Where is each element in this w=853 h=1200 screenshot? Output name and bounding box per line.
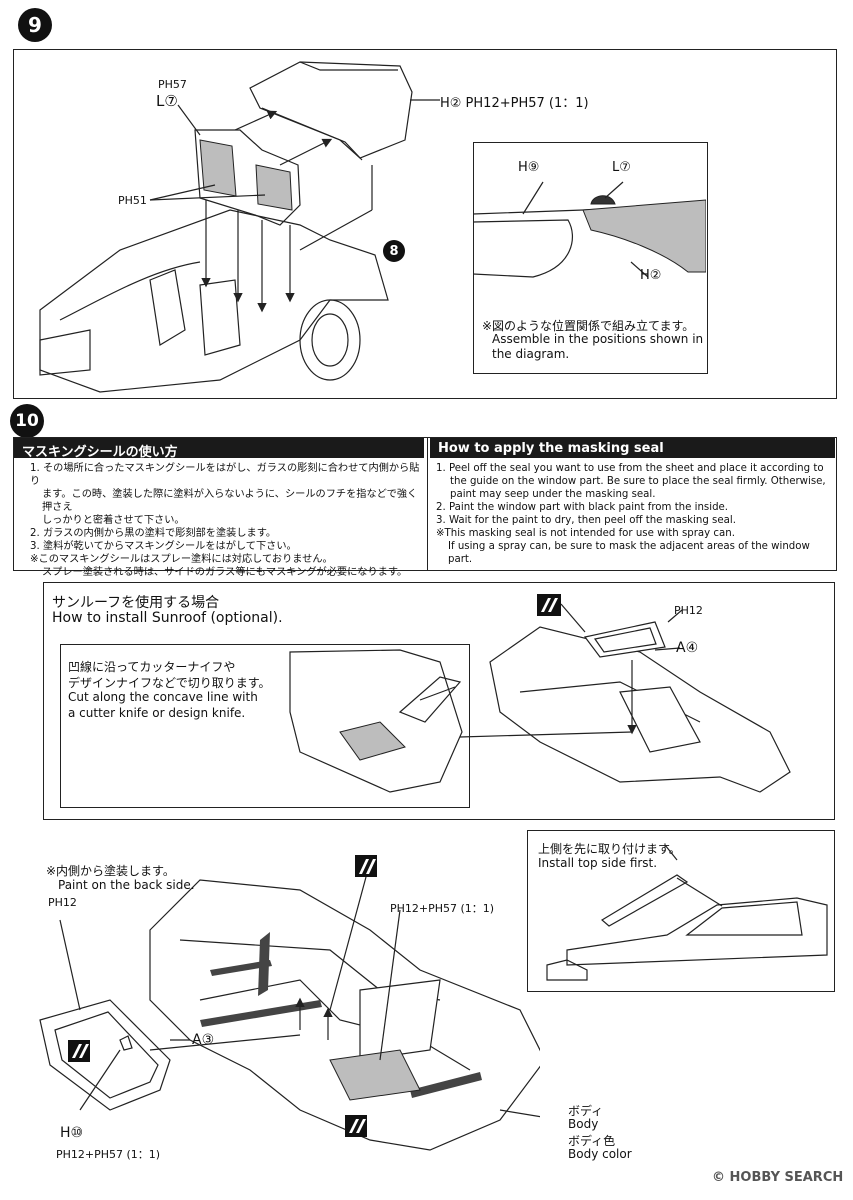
sunroof-a4-label: A④ <box>676 640 699 656</box>
paint-backside-jp: ※内側から塗装します。 <box>46 864 175 878</box>
inset-l7-label: L⑦ <box>612 160 631 175</box>
paint-backside-en: Paint on the back side. <box>58 878 195 892</box>
inset-note-jp: ※図のような位置関係で組み立てます。 <box>482 319 695 333</box>
masking-en-note1: ※This masking seal is not intended for u… <box>436 528 735 539</box>
inset-h2-label: H② <box>640 268 662 283</box>
cut-en-line1: Cut along the concave line with <box>68 690 258 704</box>
masking-jp-note1: ※このマスキングシールはスプレー塗料には対応しておりません。 <box>30 554 333 565</box>
sunroof-title-en: How to install Sunroof (optional). <box>52 610 283 626</box>
l7-label: L⑦ <box>156 92 178 110</box>
ph57-label: PH57 <box>158 78 187 91</box>
inset-h9-label: H⑨ <box>518 160 540 175</box>
masking-jp-step3: 3. 塗料が乾いてからマスキングシールをはがして下さい。 <box>30 541 297 552</box>
cut-jp-line1: 凹線に沿ってカッターナイフや <box>68 660 236 674</box>
masking-en-step1c: paint may seep under the masking seal. <box>450 489 656 500</box>
ph51-label: PH51 <box>118 194 147 207</box>
inset-parts-illustration <box>473 181 706 278</box>
sunroof-title-jp: サンルーフを使用する場合 <box>52 595 220 611</box>
masking-en-title: How to apply the masking seal <box>430 438 835 458</box>
step-9-number: 9 <box>18 8 52 42</box>
masking-divider <box>427 437 428 570</box>
masking-en-step1b: the guide on the window part. Be sure to… <box>450 476 826 487</box>
masking-en-step3: 3. Wait for the paint to dry, then peel … <box>436 515 736 526</box>
cut-instruction-inset <box>60 644 470 808</box>
sunroof-ph12-label: PH12 <box>674 604 703 617</box>
body-a3-label: A③ <box>192 1032 215 1048</box>
masking-jp-title: マスキングシールの使い方 <box>14 438 424 460</box>
masking-en-note2: If using a spray can, be sure to mask th… <box>448 541 810 565</box>
body-jp-label: ボディ <box>568 1104 604 1118</box>
masking-jp-step2: 2. ガラスの内側から黒の塗料で彫刻部を塗装します。 <box>30 528 277 539</box>
cut-en-line2: a cutter knife or design knife. <box>68 706 246 720</box>
step-10-number: 10 <box>10 404 44 438</box>
body-h10-label: H⑩ <box>60 1125 84 1141</box>
body-color-en-label: Body color <box>568 1147 632 1161</box>
masking-jp-note2: スプレー塗装される時は、サイドのガラス等にもマスキングが必要になります。 <box>42 567 408 578</box>
step-9-car-interior-illustration <box>39 61 440 393</box>
masking-en-step1: 1. Peel off the seal you want to use fro… <box>436 463 824 474</box>
ref-step-8-badge: 8 <box>383 240 405 262</box>
masking-jp-step1: 1. その場所に合ったマスキングシールをはがし、ガラスの彫刻に合わせて内側から貼… <box>30 463 420 487</box>
masking-en-step2: 2. Paint the window part with black pain… <box>436 502 729 513</box>
body-formula-top: PH12+PH57 (1：1) <box>390 902 495 915</box>
h2-formula-label: H② PH12+PH57 (1：1) <box>440 96 589 111</box>
masking-jp-step1c: しっかりと密着させて下さい。 <box>42 515 185 526</box>
masking-jp-step1b: ます。この時、塗装した際に塗料が入らないように、シールのフチを指などで強く押さえ <box>42 489 418 513</box>
hobby-search-watermark: © HOBBY SEARCH <box>712 1170 844 1185</box>
sunroof-cut-illustration <box>289 594 791 793</box>
body-ph12-label: PH12 <box>48 896 77 909</box>
topside-jp: 上側を先に取り付けます。 <box>538 842 681 856</box>
body-color-jp-label: ボディ色 <box>568 1134 616 1148</box>
cut-jp-line2: デザインナイフなどで切り取ります。 <box>68 676 271 690</box>
body-formula-bottom: PH12+PH57 (1：1) <box>56 1148 161 1161</box>
masking-jp-body: 1. その場所に合ったマスキングシールをはがし、ガラスの彫刻に合わせて内側から貼… <box>30 462 425 579</box>
topside-en: Install top side first. <box>538 856 658 870</box>
top-side-illustration <box>546 844 828 981</box>
inset-note-en-line1: Assemble in the positions shown in <box>492 332 704 346</box>
masking-instructions-box <box>13 437 837 571</box>
body-painting-illustration <box>39 855 540 1151</box>
body-en-label: Body <box>568 1117 599 1131</box>
inset-note-en-line2: the diagram. <box>492 347 570 361</box>
masking-en-body: 1. Peel off the seal you want to use fro… <box>436 462 834 566</box>
